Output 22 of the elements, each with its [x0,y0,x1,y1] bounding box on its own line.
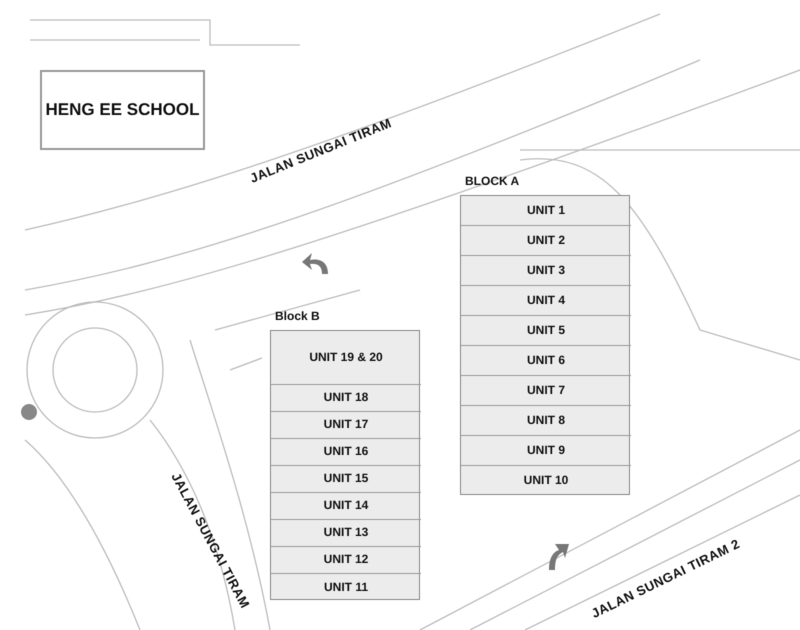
unit-plot: UNIT 7 [461,376,631,406]
unit-plot: UNIT 19 & 20 [271,331,421,385]
unit-plot: UNIT 17 [271,412,421,439]
unit-plot: UNIT 5 [461,316,631,346]
unit-plot: UNIT 18 [271,385,421,412]
unit-plot: UNIT 13 [271,520,421,547]
unit-plot: UNIT 6 [461,346,631,376]
unit-plot: UNIT 11 [271,574,421,601]
unit-plot: UNIT 12 [271,547,421,574]
unit-plot: UNIT 4 [461,286,631,316]
unit-plot: UNIT 3 [461,256,631,286]
block-label: BLOCK A [465,174,520,188]
unit-plot: UNIT 16 [271,439,421,466]
unit-plot: UNIT 10 [461,466,631,496]
block-label: Block B [275,309,320,323]
school-building: HENG EE SCHOOL [40,70,205,150]
unit-plot: UNIT 1 [461,196,631,226]
unit-plot: UNIT 2 [461,226,631,256]
unit-plot: UNIT 14 [271,493,421,520]
unit-plot: UNIT 8 [461,406,631,436]
unit-plot: UNIT 9 [461,436,631,466]
unit-plot: UNIT 15 [271,466,421,493]
